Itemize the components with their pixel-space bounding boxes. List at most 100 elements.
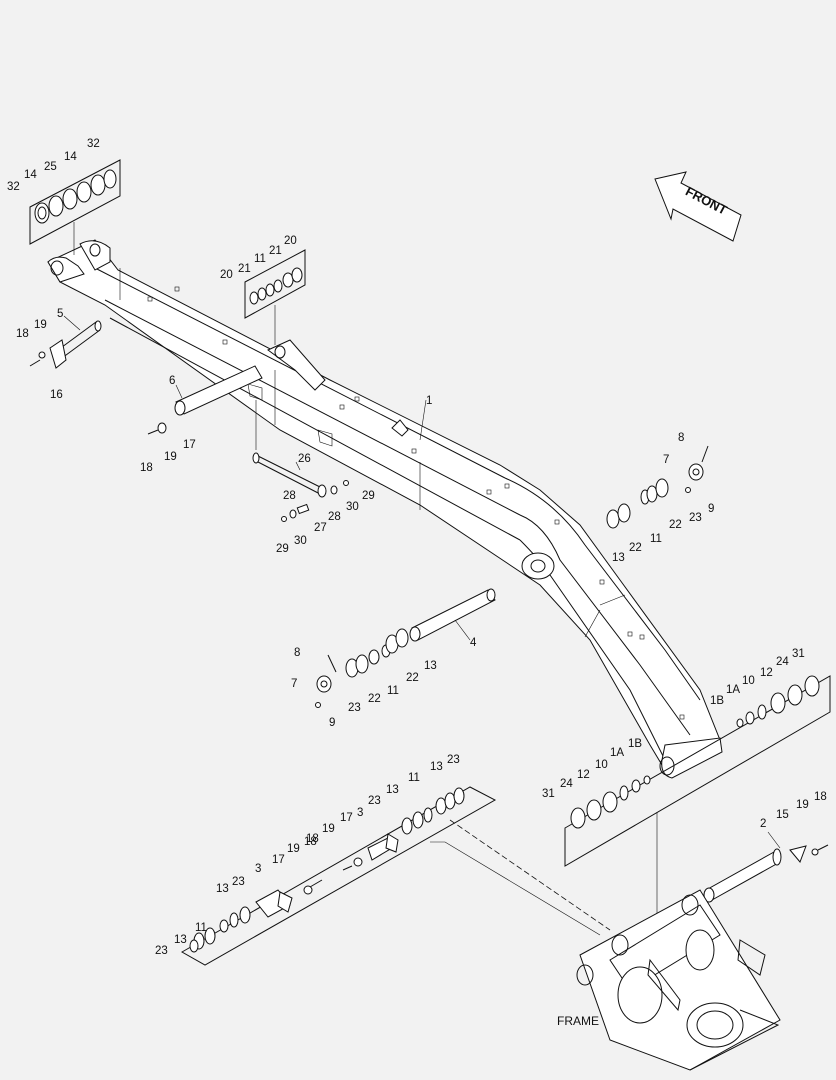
callout-label: 8 (294, 647, 300, 659)
callout-label: 29 (362, 490, 375, 502)
leader-lines (63, 315, 781, 849)
callout-label: 24 (776, 656, 789, 668)
callout-label: 1A (726, 684, 740, 696)
callout-label: 11 (650, 533, 662, 545)
callout-label: 9 (329, 717, 335, 729)
callout-label: 14 (64, 151, 77, 163)
frame-base (576, 889, 781, 1071)
callout-label: 10 (742, 675, 755, 687)
callout-label: 24 (560, 778, 573, 790)
callout-label: 11 (408, 772, 420, 784)
callout-label: 22 (368, 693, 381, 705)
callout-label: 19 (164, 451, 177, 463)
callout-label: 30 (346, 501, 359, 513)
callout-label: 23 (155, 945, 168, 957)
callout-box-boom-cylinder (180, 786, 611, 966)
small-parts-27-30 (281, 480, 349, 522)
callout-label: 19 (796, 799, 809, 811)
callout-label: 29 (276, 543, 289, 555)
foot-pin-upper-parts (736, 675, 820, 728)
callout-label: 7 (663, 454, 669, 466)
callout-label: 22 (669, 519, 682, 531)
callout-label: 1A (610, 747, 624, 759)
callout-label: 18 (814, 791, 827, 803)
boom-body (47, 239, 723, 779)
frame-label: FRAME (557, 1014, 599, 1028)
callout-label: 18 (16, 328, 29, 340)
callout-label: 1B (710, 695, 724, 707)
callout-label: 16 (50, 389, 63, 401)
callout-label: 11 (387, 685, 399, 697)
callout-label: 17 (272, 854, 285, 866)
callout-label: 12 (760, 667, 773, 679)
front-direction-arrow: FRONT (654, 171, 742, 242)
head-pin-washer-stack (34, 169, 117, 224)
callout-label: 18 (306, 833, 319, 845)
callout-label: 5 (57, 308, 63, 320)
callout-label: 23 (348, 702, 361, 714)
cylinder-26 (252, 400, 327, 498)
callout-label: 32 (7, 181, 20, 193)
callout-label: 13 (612, 552, 625, 564)
callout-label: 10 (595, 759, 608, 771)
pin-4-right-washer-stack (606, 445, 709, 529)
callout-label: 31 (792, 648, 805, 660)
callout-label: 4 (470, 637, 477, 649)
callout-label: 13 (386, 784, 399, 796)
callout-label: 28 (328, 511, 341, 523)
pin-6 (147, 365, 263, 435)
callout-label: 32 (87, 138, 100, 150)
callout-label: 31 (542, 788, 555, 800)
callout-label: 17 (183, 439, 196, 451)
callout-label: 22 (406, 672, 419, 684)
callout-label: 14 (24, 169, 37, 181)
callout-label: 11 (195, 922, 207, 934)
callout-label: 1 (426, 395, 432, 407)
pin-4-washer-stack (315, 628, 409, 708)
pin-4 (409, 588, 496, 642)
callout-label: 21 (238, 263, 251, 275)
callout-label: 18 (304, 836, 317, 848)
callout-labels: 32 14 25 14 32 20 21 11 21 20 5 18 19 16… (7, 138, 827, 957)
callout-label: 13 (216, 883, 229, 895)
callout-label: 3 (357, 807, 363, 819)
callout-label: 27 (314, 522, 327, 534)
callout-label: 9 (708, 503, 714, 515)
callout-label: 13 (424, 660, 437, 672)
callout-label: 3 (255, 863, 261, 875)
callout-label: 28 (283, 490, 296, 502)
callout-label: 22 (629, 542, 642, 554)
cylinder-pin-washer-stack (249, 267, 303, 305)
callout-label: 20 (284, 235, 297, 247)
callout-label: 13 (174, 934, 187, 946)
callout-label: 19 (287, 843, 300, 855)
callout-label: 21 (269, 245, 282, 257)
foot-pin-lower-parts (570, 775, 651, 829)
boom-cylinder-parts (189, 787, 465, 953)
callout-label: 2 (760, 818, 766, 830)
callout-label: 23 (689, 512, 702, 524)
callout-label: 23 (368, 795, 381, 807)
callout-box-head-pin (29, 159, 121, 255)
callout-label: 23 (447, 754, 460, 766)
callout-label: 25 (44, 161, 57, 173)
callout-label: 26 (298, 453, 311, 465)
callout-label: 19 (322, 823, 335, 835)
callout-label: 13 (430, 761, 443, 773)
callout-label: 6 (169, 375, 175, 387)
callout-label: 7 (291, 678, 297, 690)
callout-label: 15 (776, 809, 789, 821)
callout-label: 1B (628, 738, 642, 750)
callout-label: 20 (220, 269, 233, 281)
callout-label: 8 (678, 432, 684, 444)
pin-2 (703, 844, 829, 903)
callout-label: 18 (140, 462, 153, 474)
callout-label: 11 (254, 253, 266, 265)
callout-box-cylinder-pin (244, 249, 306, 345)
callout-label: 23 (232, 876, 245, 888)
callout-label: 17 (340, 812, 353, 824)
callout-label: 19 (34, 319, 47, 331)
pin-5 (29, 320, 102, 369)
